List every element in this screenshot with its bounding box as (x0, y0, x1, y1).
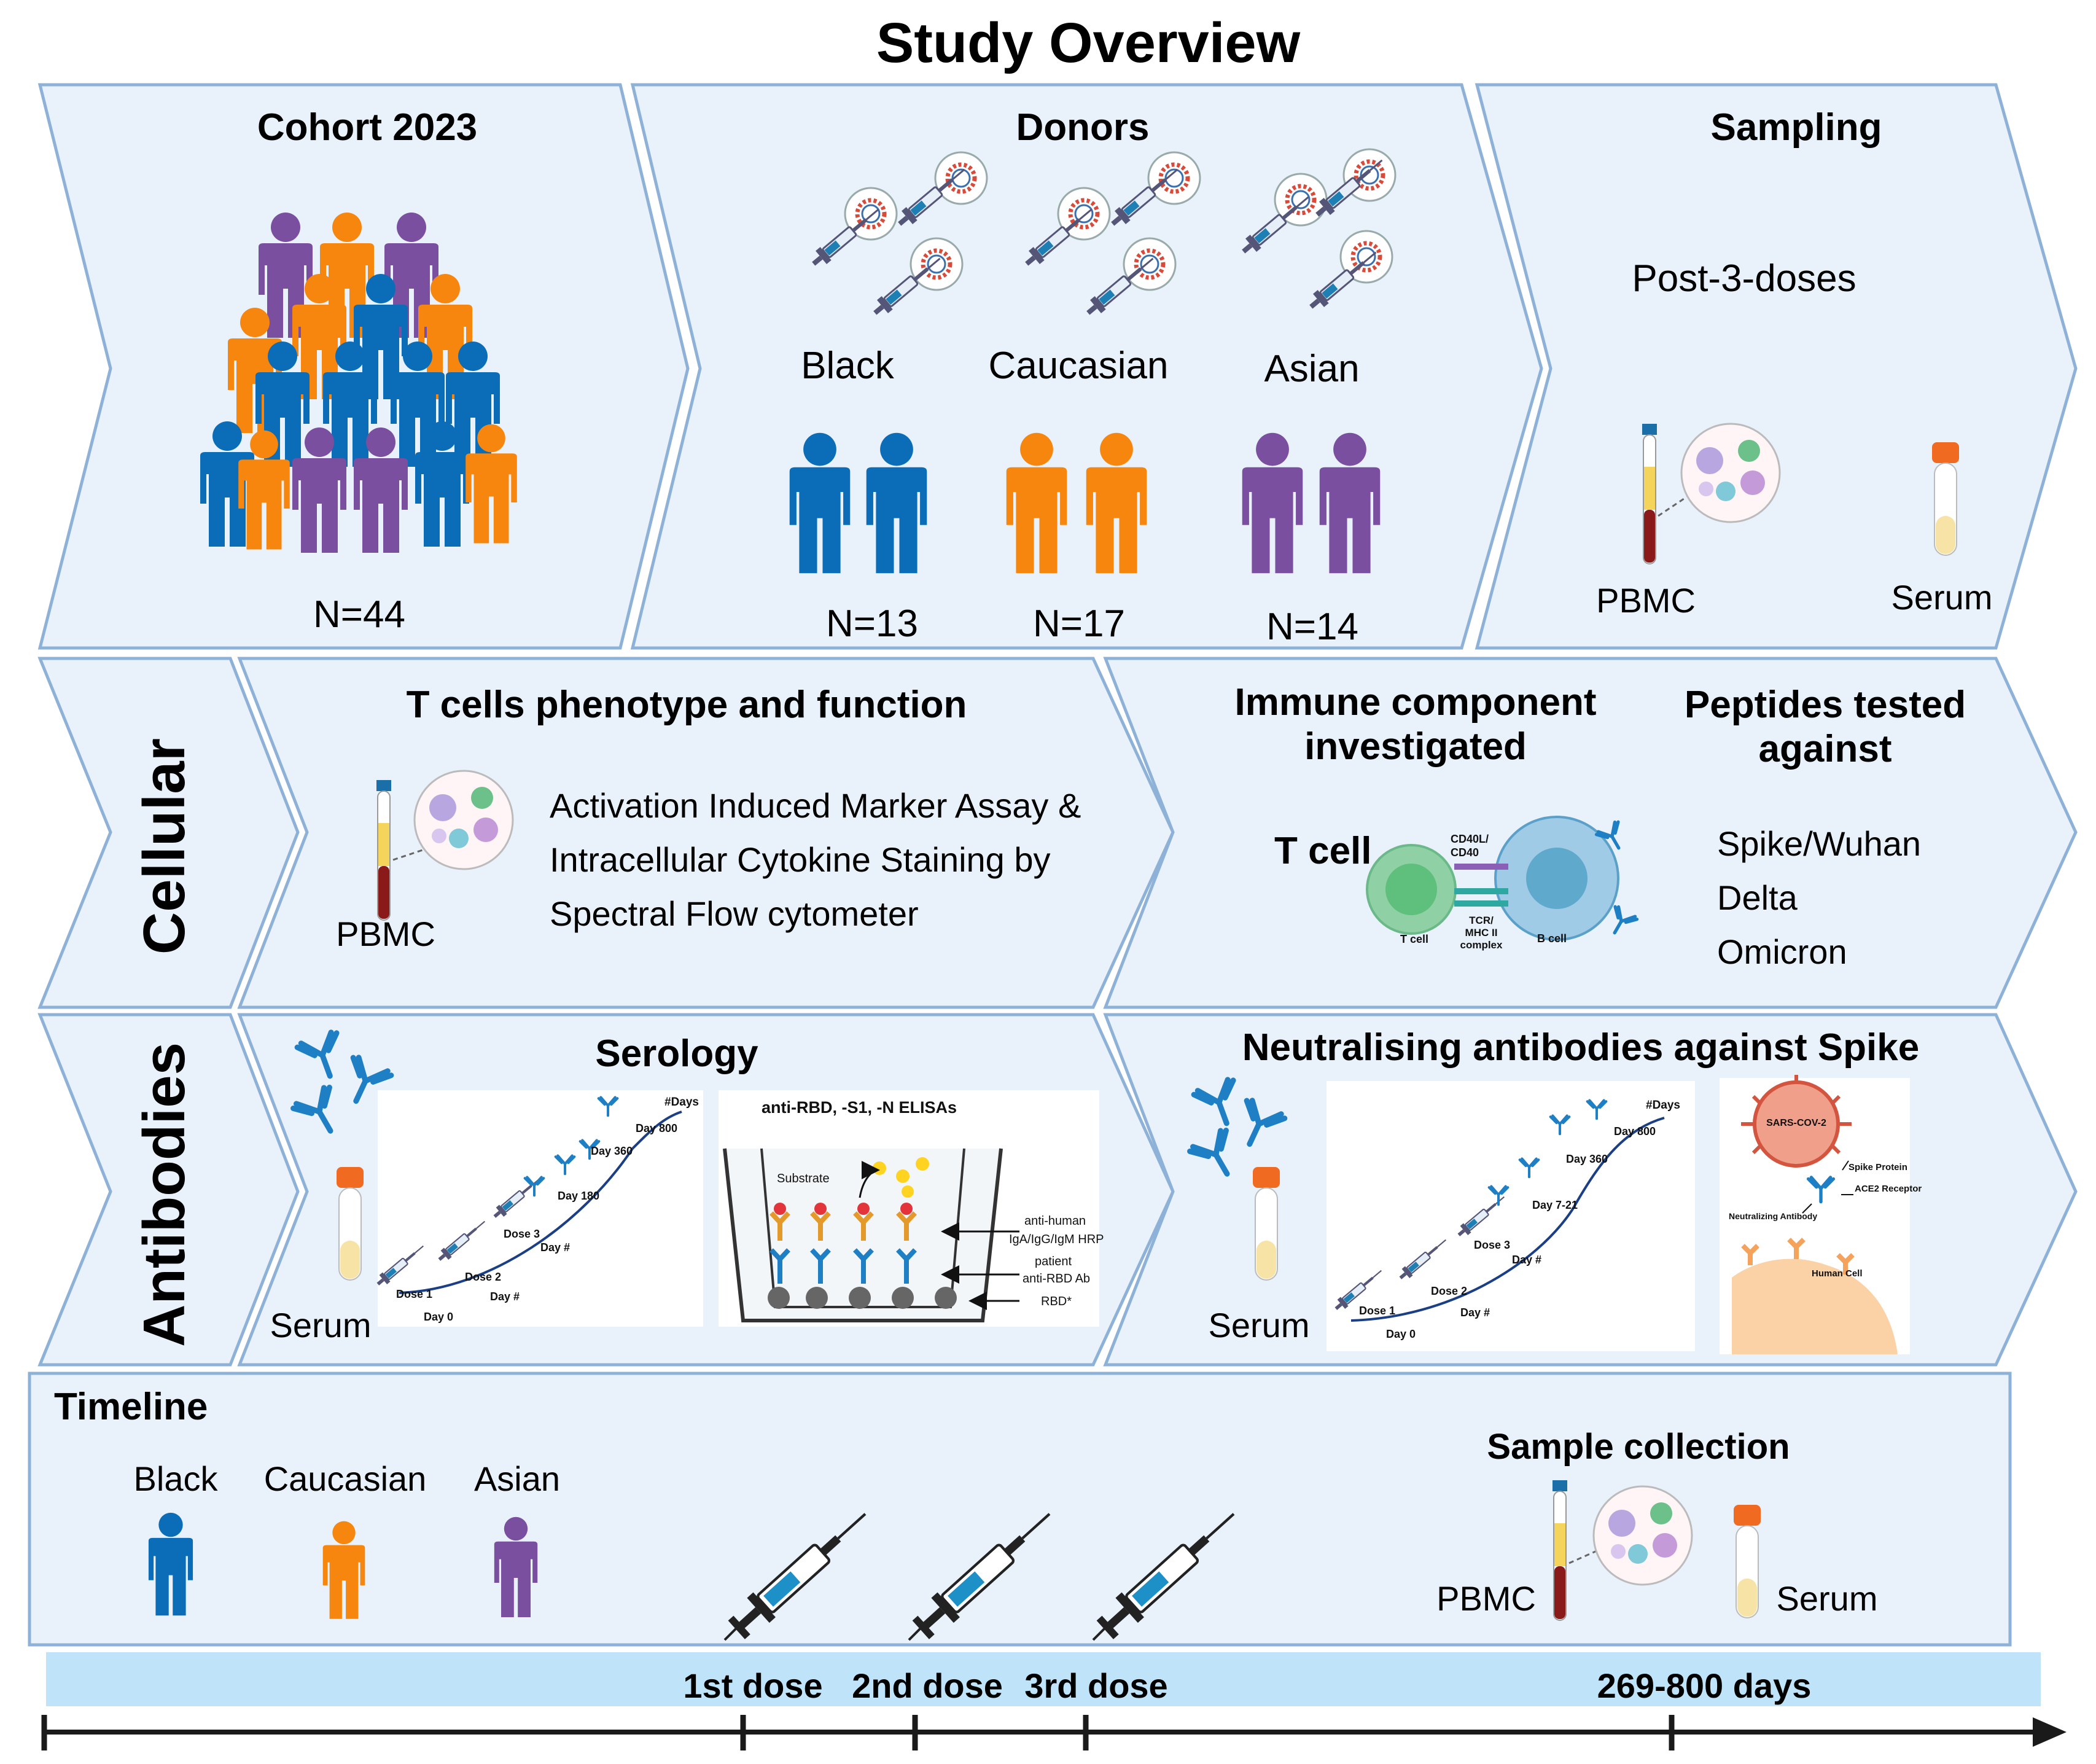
ser-dayhash1: Day # (540, 1241, 570, 1254)
donor-count-caucasian: N=17 (1033, 603, 1125, 645)
neu-dose1: Dose 1 (1359, 1305, 1395, 1317)
donor-group-label-black: Black (801, 345, 894, 387)
timeline-group-label-asian: Asian (473, 1459, 561, 1498)
neu-dayhash2: Day # (1460, 1306, 1490, 1319)
elisa-antibody-layers (769, 1203, 917, 1284)
elisa-title: anti-RBD, -S1, -N ELISAs (762, 1098, 957, 1117)
sample-collection-serum-label: Serum (1776, 1579, 1878, 1618)
timeline-group-label-black: Black (133, 1459, 218, 1498)
ser-days: #Days (664, 1096, 699, 1109)
elisa-a1-line2: IgA/IgG/IgM HRP (1009, 1233, 1104, 1246)
tcells-method-line: Intracellular Cytokine Staining by (550, 840, 1051, 879)
figure-title: Study Overview (876, 12, 1301, 74)
donor-count-black: N=13 (826, 603, 918, 645)
neu-day721: Day 7-21 (1532, 1199, 1578, 1211)
sample-collection-pbmc-label: PBMC (1436, 1579, 1536, 1618)
donor-count-asian: N=14 (1266, 606, 1358, 648)
peptides-heading: Peptides tested against (1685, 683, 1966, 771)
serology-serum-label: Serum (270, 1306, 372, 1344)
dose-label-2: 2nd dose (852, 1666, 1003, 1705)
immune-heading: Immune component investigated (1234, 681, 1596, 769)
elisa-a2-line1: patient (1035, 1255, 1072, 1268)
tcells-heading: T cells phenotype and function (406, 684, 967, 726)
elisa-a3: RBD* (1041, 1295, 1072, 1308)
ser-dayhash2: Day # (490, 1290, 520, 1303)
tcr-label-line1: TCR/ (1469, 915, 1494, 926)
sampling-heading: Sampling (1710, 106, 1882, 149)
donors-heading: Donors (1016, 106, 1150, 149)
virus-ace2-label: ACE2 Receptor (1855, 1184, 1922, 1194)
bcell-diagram-label: B cell (1537, 932, 1567, 945)
sampling-pbmc-icon (1642, 423, 1781, 564)
ser-dose3: Dose 3 (504, 1228, 540, 1240)
elisa-plate-antigens (768, 1287, 957, 1309)
virus-sars-label: SARS-COV-2 (1766, 1118, 1826, 1128)
tcells-method-line: Activation Induced Marker Assay & (550, 786, 1081, 825)
tcells-pbmc-icon (376, 770, 514, 921)
sampling-panel (1475, 83, 2078, 650)
sampling-subtitle: Post-3-doses (1632, 257, 1856, 300)
neu-dayhash1: Day # (1512, 1254, 1541, 1266)
timeline-group-label-caucasian: Caucasian (263, 1459, 427, 1498)
elisa-a1-line1: anti-human (1024, 1214, 1086, 1228)
sample-collection-heading: Sample collection (1487, 1427, 1790, 1467)
neu-dose3: Dose 3 (1474, 1239, 1510, 1251)
ser-day180: Day 180 (558, 1190, 599, 1202)
neu-day360: Day 360 (1566, 1153, 1608, 1165)
dose-label-1: 1st dose (683, 1666, 823, 1705)
neu-days: #Days (1646, 1099, 1680, 1112)
peptides-list: Spike/Wuhan Delta Omicron (1717, 817, 1921, 979)
tcells-method-text: Activation Induced Marker Assay & Intrac… (550, 779, 1102, 941)
tcells-method-line: Spectral Flow cytometer (550, 894, 919, 933)
tcell-bcell-diagram (1366, 816, 1638, 941)
virus-human-label: Human Cell (1812, 1268, 1863, 1279)
timeline-end-label: 269-800 days (1597, 1666, 1812, 1705)
donor-group-label-asian: Asian (1264, 348, 1360, 390)
virus-spike-label: Spike Protein (1849, 1162, 1907, 1173)
cd40-label-line1: CD40L/ (1451, 833, 1489, 845)
sampling-pbmc-label: PBMC (1596, 581, 1696, 620)
immune-tcell-label: T cell (1274, 830, 1372, 872)
ser-day800: Day 800 (636, 1122, 677, 1134)
immune-heading-line: Immune component (1234, 681, 1597, 724)
timeline-heading: Timeline (54, 1386, 208, 1428)
ser-dose1: Dose 1 (396, 1288, 432, 1300)
tcells-panel (237, 657, 1175, 1009)
neutralising-serum-label: Serum (1208, 1306, 1310, 1344)
cohort-count: N=44 (313, 593, 405, 636)
neu-dose2: Dose 2 (1431, 1285, 1467, 1297)
neu-day0: Day 0 (1386, 1328, 1416, 1340)
tcells-pbmc-label: PBMC (336, 915, 435, 953)
sars-cov-2-virus-icon (1741, 1075, 1852, 1168)
elisa-substrate: Substrate (777, 1172, 830, 1185)
ser-day0: Day 0 (424, 1311, 453, 1323)
antibodies-row-label: Antibodies (131, 1042, 197, 1347)
ser-day360: Day 360 (591, 1145, 633, 1157)
donor-group-label-caucasian: Caucasian (988, 345, 1169, 387)
tcr-label-line3: complex (1460, 939, 1503, 951)
tcell-diagram-label: T cell (1400, 933, 1428, 945)
peptide-item: Spike/Wuhan (1717, 824, 1922, 863)
antibodies-label-panel (37, 1013, 300, 1367)
peptides-heading-line: Peptides tested (1684, 684, 1966, 726)
neutralising-heading: Neutralising antibodies against Spike (1242, 1026, 1920, 1069)
cohort-heading: Cohort 2023 (257, 106, 478, 149)
serology-heading: Serology (595, 1032, 758, 1075)
sampling-serum-label: Serum (1891, 578, 1993, 617)
elisa-a2-line2: anti-RBD Ab (1023, 1272, 1090, 1286)
dose-label-3: 3rd dose (1024, 1666, 1168, 1705)
timeline-bar (46, 1652, 2041, 1706)
immune-heading-line: investigated (1304, 725, 1527, 768)
ser-dose2: Dose 2 (465, 1271, 501, 1283)
neu-day800: Day 800 (1614, 1125, 1656, 1138)
peptide-item: Omicron (1717, 932, 1847, 971)
cd40-label-line2: CD40 (1451, 846, 1479, 859)
cellular-label-panel (37, 657, 300, 1009)
virus-nab-label: Neutralizing Antibody (1729, 1211, 1817, 1221)
tcr-label-line2: MHC II (1465, 927, 1498, 939)
peptides-heading-line: against (1758, 728, 1892, 770)
peptide-item: Delta (1717, 878, 1798, 917)
